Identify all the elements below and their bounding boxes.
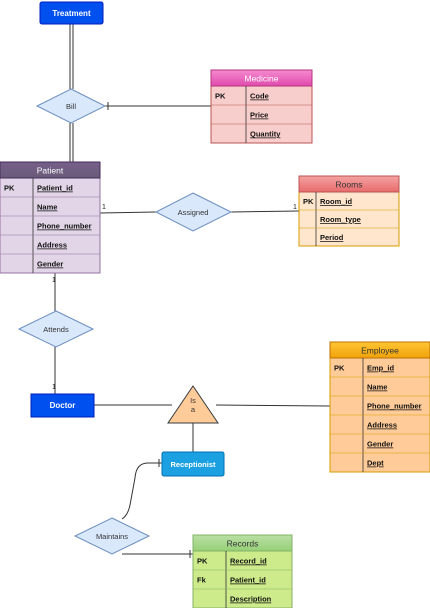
table-records-key: Fk — [197, 576, 207, 585]
table-patient-field: Gender — [37, 260, 63, 269]
isa-employee-line — [215, 404, 331, 407]
table-rooms-field: Room_type — [320, 215, 361, 224]
table-employee-field: Address — [367, 421, 397, 430]
table-medicine-header — [210, 69, 313, 87]
table-employee-field: Gender — [367, 440, 393, 449]
table-medicine-field: Code — [250, 92, 269, 101]
table-patient-title: Patient — [37, 166, 64, 176]
entity-doctor[interactable]: Doctor — [30, 393, 95, 418]
receptionist-maintains-line — [121, 462, 162, 520]
table-employee-field: Emp_id — [367, 364, 395, 373]
table-rooms-header — [298, 175, 400, 193]
relationship-maintains[interactable]: Maintains — [73, 517, 151, 555]
patient-assigned-line — [99, 211, 157, 214]
table-employee-key: PK — [334, 364, 345, 373]
table-medicine-field: Price — [250, 111, 268, 120]
table-employee-header — [329, 341, 430, 359]
isa-label-line2: a — [191, 405, 196, 414]
table-records-field: Record_id — [230, 557, 267, 566]
table-patient-field: Patient_id — [37, 184, 73, 193]
table-patient-key: PK — [4, 184, 15, 193]
table-records-body — [192, 550, 293, 608]
table-employee-field: Phone_number — [367, 402, 422, 411]
table-patient-body — [0, 177, 101, 274]
entity-receptionist[interactable]: Receptionist — [161, 451, 225, 477]
isa-label-line1: Is — [190, 396, 196, 405]
table-patient-field: Name — [37, 203, 57, 212]
card-patient-attends: 1 — [52, 277, 56, 284]
table-rooms-field: Room_id — [320, 197, 353, 206]
relationship-bill[interactable]: Bill — [35, 88, 107, 124]
connectors — [54, 24, 331, 558]
assigned-rooms-line — [230, 210, 300, 213]
table-patient-field: Phone_number — [37, 222, 92, 231]
entity-receptionist-label: Receptionist — [170, 460, 216, 469]
entity-treatment-label: Treatment — [52, 9, 91, 18]
relationship-assigned-label: Assigned — [178, 208, 209, 217]
table-records-header — [192, 534, 293, 552]
table-records-field: Description — [230, 595, 272, 604]
table-medicine-title: Medicine — [244, 74, 278, 84]
table-patient-field: Address — [37, 241, 67, 250]
table-medicine-key: PK — [215, 92, 226, 101]
card-assigned-rooms: 1 — [293, 204, 297, 211]
table-rooms-key: PK — [303, 197, 314, 206]
table-records-key: PK — [197, 557, 208, 566]
relationship-assigned[interactable]: Assigned — [154, 192, 233, 232]
table-rooms-field: Period — [320, 233, 344, 242]
entity-doctor-label: Doctor — [50, 401, 76, 410]
card-attends-doctor: 1 — [52, 384, 56, 391]
table-employee-field: Name — [367, 383, 387, 392]
relationship-bill-label: Bill — [66, 102, 76, 111]
table-employee-field: Dept — [367, 459, 384, 468]
relationship-attends[interactable]: Attends — [17, 310, 95, 348]
isa-triangle[interactable]: Is a — [167, 385, 219, 424]
relationship-attends-label: Attends — [43, 325, 69, 334]
table-records-field: Patient_id — [230, 576, 266, 585]
table-medicine-field: Quantity — [250, 130, 281, 139]
table-records-title: Records — [227, 539, 259, 549]
table-medicine-body — [210, 85, 313, 144]
table-patient-header — [0, 161, 101, 179]
relationship-maintains-label: Maintains — [96, 532, 128, 541]
card-patient-assigned: 1 — [102, 204, 106, 211]
table-rooms-title: Rooms — [336, 180, 363, 190]
table-employee-title: Employee — [361, 346, 399, 356]
entity-treatment[interactable]: Treatment — [39, 1, 104, 25]
